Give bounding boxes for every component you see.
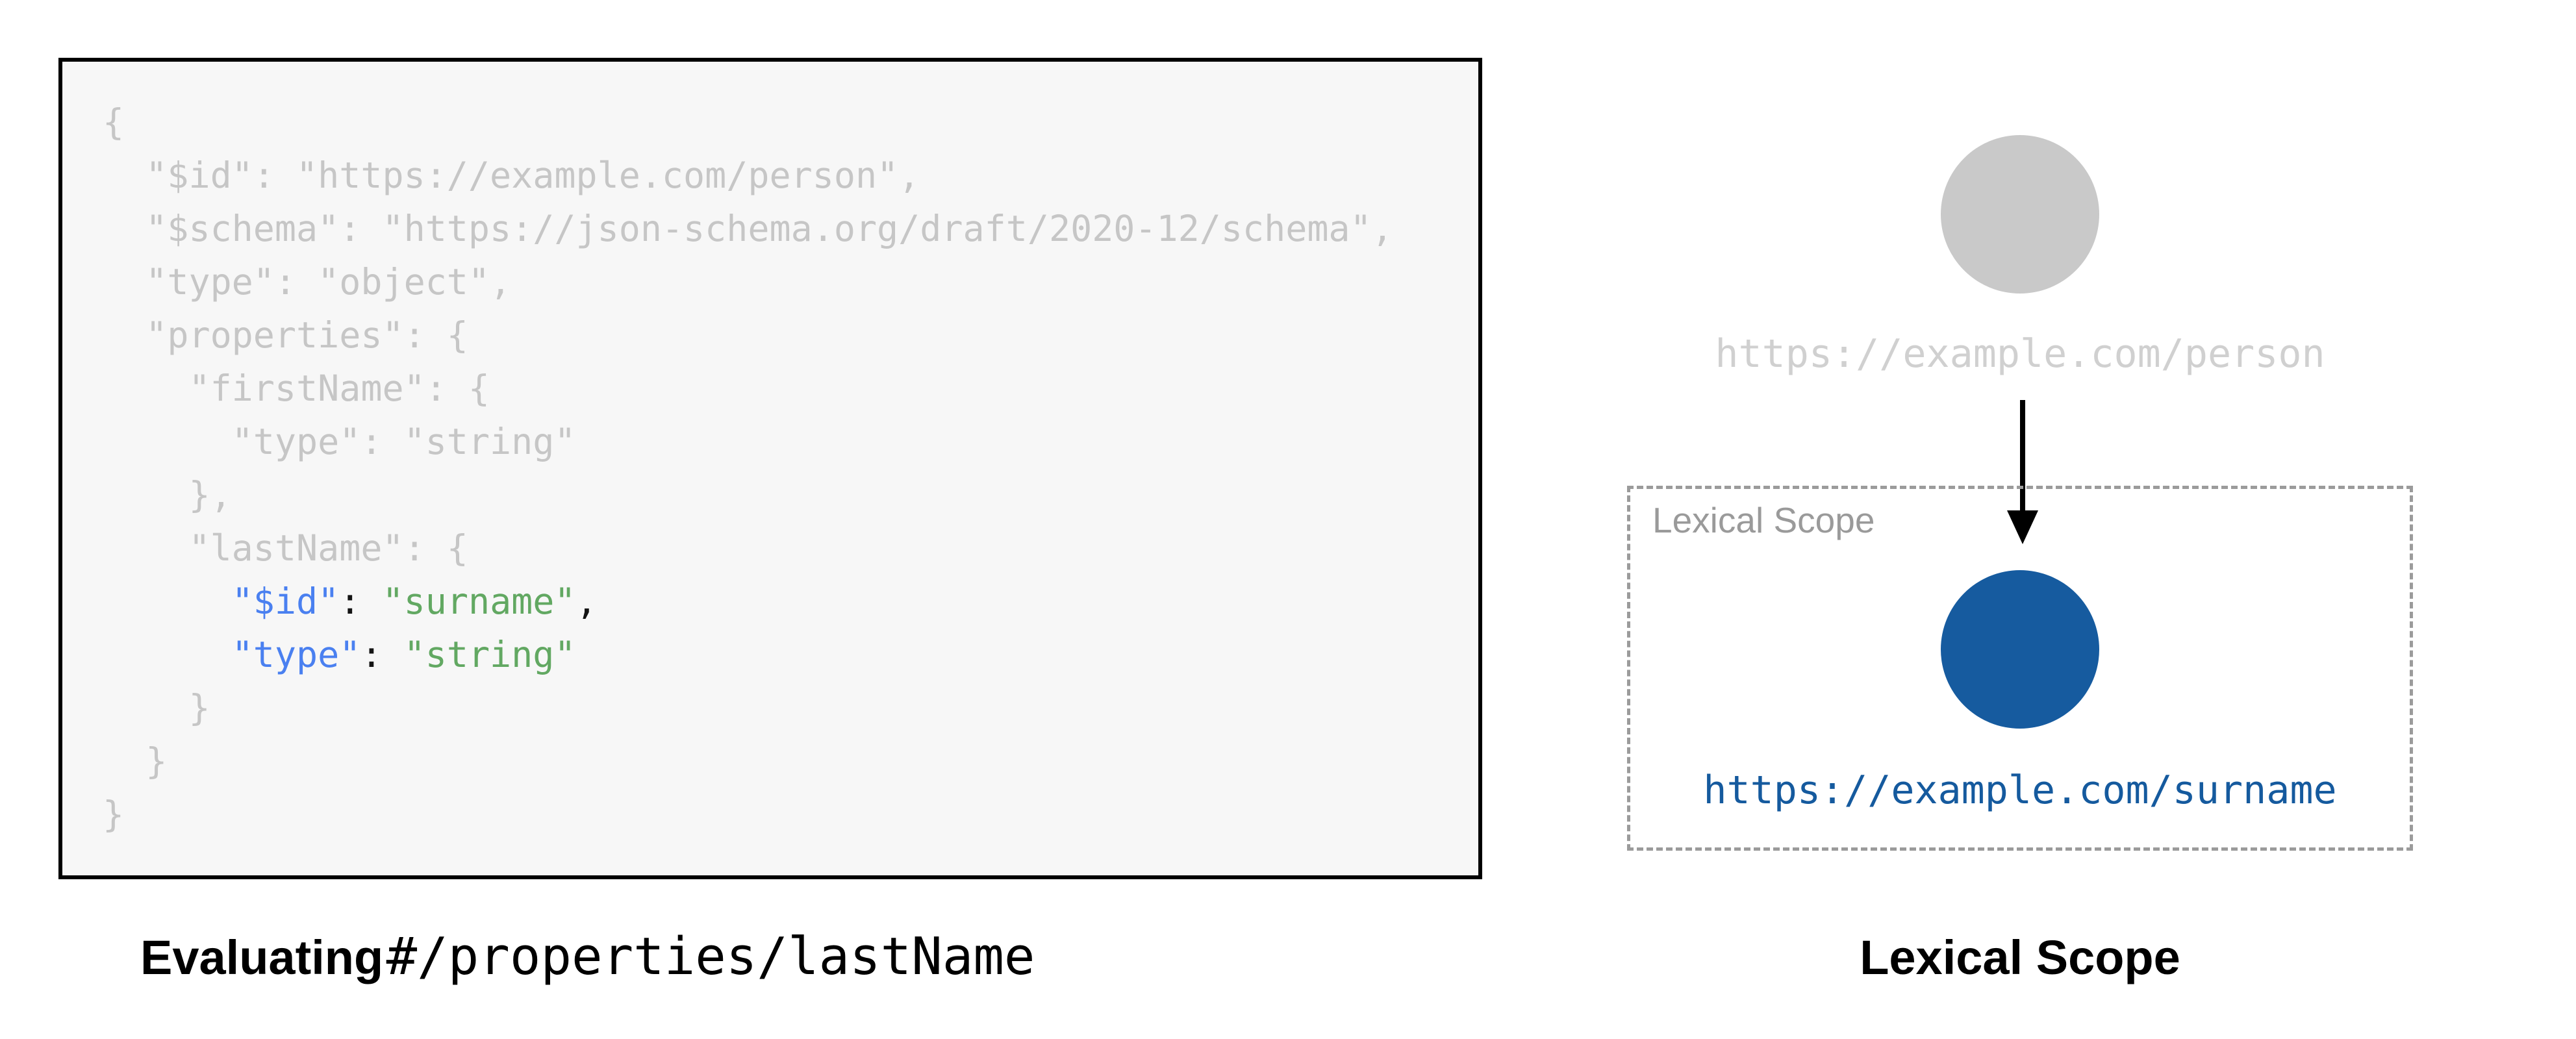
surname-schema-circle	[1941, 570, 2099, 729]
code-line: "type": "object",	[103, 261, 512, 303]
code-line: {	[103, 101, 125, 143]
code-line: }	[103, 794, 125, 835]
code-line: }	[103, 687, 210, 729]
left-caption: Evaluating #/properties/lastName	[140, 927, 1035, 1001]
code-line: "type": "string"	[103, 421, 576, 462]
code-line: "$schema": "https://json-schema.org/draf…	[103, 208, 1393, 249]
code-block: { "$id": "https://example.com/person", "…	[103, 95, 1393, 841]
person-schema-circle	[1941, 135, 2099, 294]
json-schema-code-panel: { "$id": "https://example.com/person", "…	[58, 58, 1482, 879]
right-caption: Lexical Scope	[1860, 931, 2180, 984]
code-line: }	[103, 740, 168, 782]
left-caption-pointer: #/properties/lastName	[386, 927, 1035, 986]
code-line: "$id": "surname",	[231, 581, 598, 622]
code-line: "lastName": {	[103, 527, 468, 569]
lexical-scope-box	[1627, 486, 2413, 851]
code-line: "properties": {	[103, 314, 468, 356]
down-arrow-icon	[2007, 400, 2038, 544]
person-uri-label: https://example.com/person	[1715, 331, 2325, 377]
code-line: "type": "string"	[231, 634, 576, 675]
surname-uri-label: https://example.com/surname	[1703, 768, 2337, 813]
left-caption-bold: Evaluating	[140, 931, 384, 984]
lexical-scope-box-label: Lexical Scope	[1652, 500, 1875, 540]
code-line: "$id": "https://example.com/person",	[103, 155, 920, 196]
code-line: "firstName": {	[103, 368, 490, 409]
code-line: },	[103, 474, 232, 516]
